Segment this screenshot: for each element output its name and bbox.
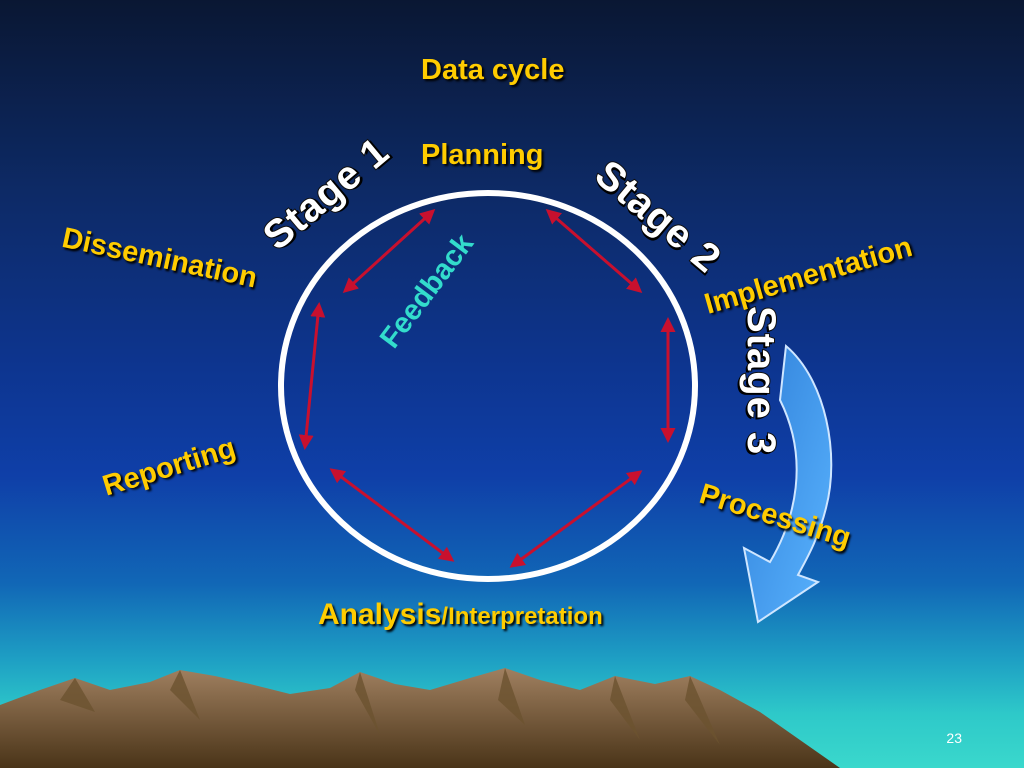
step-analysis: Analysis/Interpretation	[318, 598, 603, 632]
arrow-reporting-dissemination	[298, 302, 326, 450]
page-number: 23	[946, 730, 962, 746]
arrow-analysis-reporting	[329, 468, 455, 562]
cycle-circle	[278, 190, 698, 582]
step-analysis-main: Analysis	[318, 598, 442, 631]
curved-arrow	[742, 344, 833, 624]
step-planning: Planning	[421, 139, 544, 171]
stage-3-label: Stage 3	[738, 305, 784, 456]
step-interpretation: /Interpretation	[441, 603, 603, 630]
arrow-processing-analysis	[509, 470, 643, 568]
mountain-shadows	[60, 668, 720, 745]
slide-title: Data cycle	[421, 54, 565, 86]
arrow-planning-implementation	[545, 209, 643, 293]
arrow-dissemination-planning	[342, 208, 436, 294]
mountains	[0, 668, 840, 768]
